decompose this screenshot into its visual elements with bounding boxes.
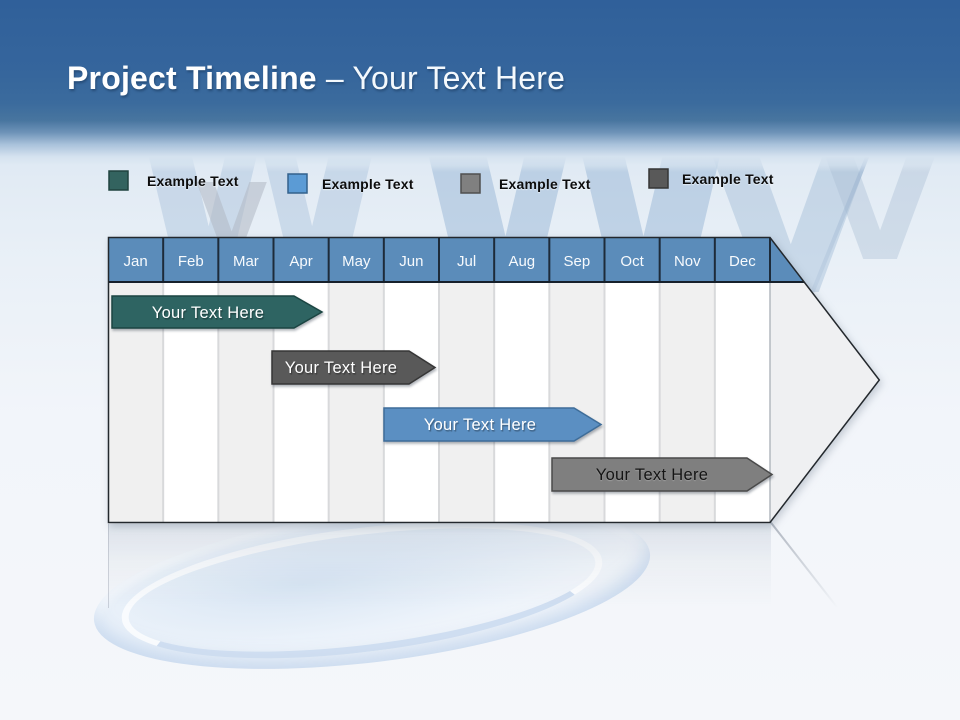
month-header-mar[interactable]: Mar bbox=[233, 253, 259, 270]
legend-item-2[interactable]: Example Text bbox=[287, 173, 414, 194]
arrow-tip-reflection bbox=[770, 522, 850, 624]
title-sub[interactable]: – Your Text Here bbox=[325, 60, 566, 96]
month-header-dec[interactable]: Dec bbox=[729, 253, 756, 270]
legend-swatch-teal bbox=[108, 170, 129, 191]
task-bar-4-label[interactable]: Your Text Here bbox=[596, 466, 708, 484]
legend-item-1[interactable]: Example Text bbox=[108, 170, 239, 191]
legend-item-4[interactable]: Example Text bbox=[648, 168, 774, 189]
task-bar-3-label[interactable]: Your Text Here bbox=[424, 416, 536, 434]
task-bar-1[interactable] bbox=[111, 295, 324, 329]
legend-label[interactable]: Example Text bbox=[322, 175, 414, 192]
month-header-aug[interactable]: Aug bbox=[508, 253, 535, 270]
column-stripe bbox=[494, 282, 550, 523]
legend-label[interactable]: Example Text bbox=[147, 172, 239, 189]
column-stripe bbox=[383, 282, 439, 523]
header-separators bbox=[162, 237, 771, 282]
month-header-jan[interactable]: Jan bbox=[124, 253, 148, 270]
legend-swatch-gray bbox=[460, 173, 481, 194]
legend-label[interactable]: Example Text bbox=[682, 170, 774, 187]
month-header-apr[interactable]: Apr bbox=[289, 253, 312, 270]
legend-swatch-darkgray bbox=[648, 168, 669, 189]
month-header-oct[interactable]: Oct bbox=[620, 253, 644, 270]
task-bar-3[interactable] bbox=[383, 407, 603, 442]
title-main[interactable]: Project Timeline bbox=[67, 60, 317, 96]
table-reflection bbox=[108, 524, 771, 608]
glossy-shape-rim bbox=[114, 498, 610, 682]
timeline-gantt: Jan Feb Mar Apr May Jun Jul Aug Sep Oct … bbox=[107, 236, 881, 524]
column-stripe bbox=[328, 282, 384, 523]
month-header-jul[interactable]: Jul bbox=[457, 253, 476, 270]
legend-label[interactable]: Example Text bbox=[499, 175, 591, 192]
month-header-sep[interactable]: Sep bbox=[564, 253, 591, 270]
arrow-outline bbox=[107, 236, 881, 524]
legend-swatch-blue bbox=[287, 173, 308, 194]
column-stripe bbox=[439, 282, 495, 523]
task-bar-2-label[interactable]: Your Text Here bbox=[285, 359, 397, 377]
task-bar-1-label[interactable]: Your Text Here bbox=[152, 304, 264, 322]
month-header-jun[interactable]: Jun bbox=[399, 253, 423, 270]
task-bar-2[interactable] bbox=[271, 350, 437, 385]
legend-item-3[interactable]: Example Text bbox=[460, 173, 591, 194]
month-header-may[interactable]: May bbox=[342, 253, 371, 270]
month-header-nov[interactable]: Nov bbox=[674, 253, 701, 270]
page-title: Project Timeline – Your Text Here bbox=[67, 60, 565, 97]
month-header-feb[interactable]: Feb bbox=[178, 253, 204, 270]
